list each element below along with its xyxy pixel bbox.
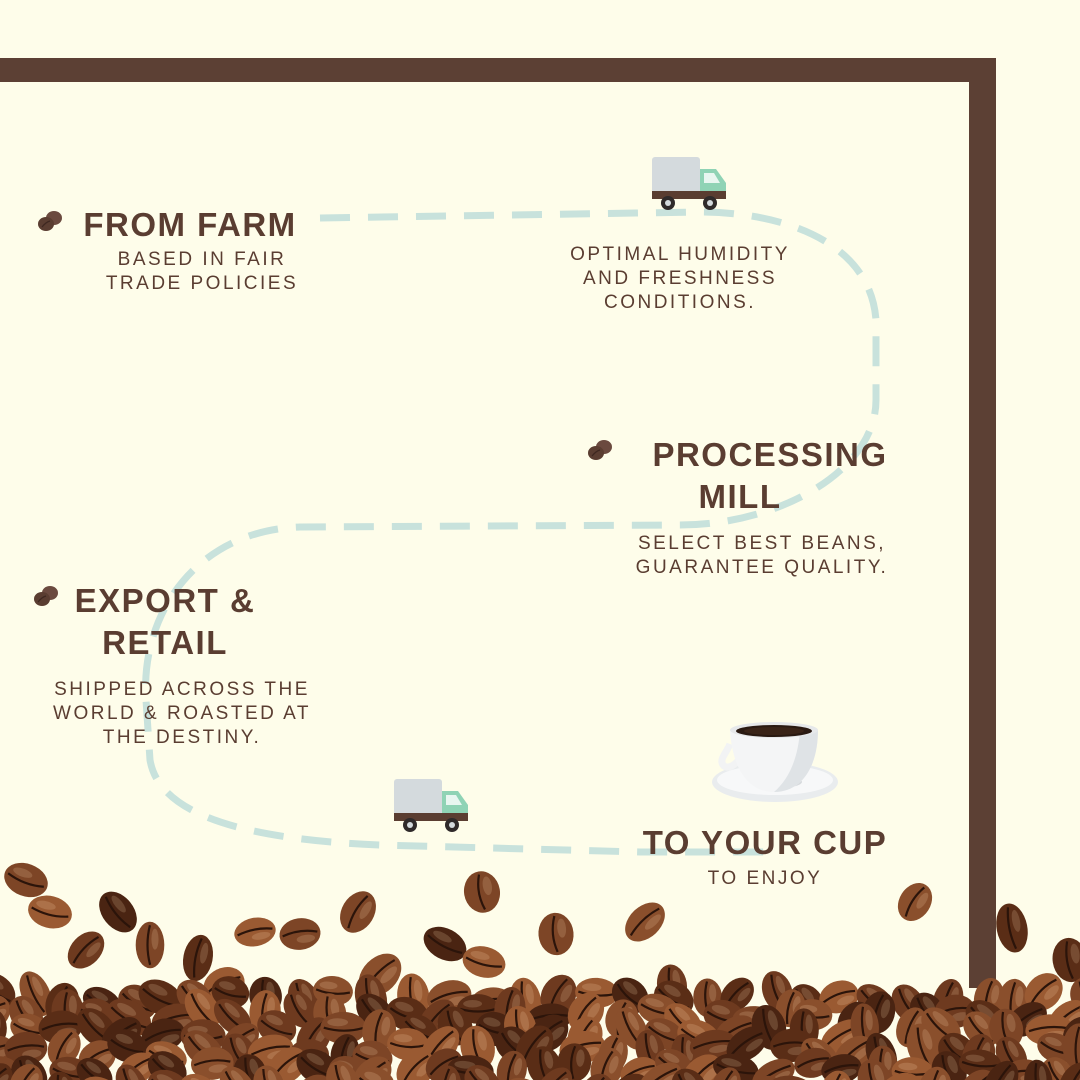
coffee-bean xyxy=(135,921,165,969)
coffee-bean xyxy=(1052,937,1080,983)
coffee-bean-pin-icon xyxy=(34,586,58,606)
step-processing-title: PROCESSING MILL xyxy=(640,434,900,518)
subtitle-line: TRADE POLICIES xyxy=(105,273,299,294)
coffee-bean xyxy=(726,1026,768,1062)
subtitle-line: SELECT BEST BEANS, xyxy=(637,533,887,554)
coffee-bean xyxy=(253,1065,285,1080)
coffee-bean xyxy=(326,1061,360,1080)
coffee-bean xyxy=(423,926,467,962)
coffee-bean xyxy=(47,1028,81,1067)
coffee-bean-pin-icon xyxy=(38,211,62,231)
coffee-bean xyxy=(46,1071,77,1080)
step-cup-title: TO YOUR CUP xyxy=(642,824,888,861)
coffee-bean xyxy=(1058,1062,1080,1080)
coffee-bean xyxy=(340,891,376,933)
coffee-bean xyxy=(1041,1057,1075,1080)
coffee-bean xyxy=(219,1066,255,1080)
subtitle-line: OPTIMAL HUMIDITY xyxy=(570,244,790,265)
coffee-bean xyxy=(431,1065,462,1080)
coffee-bean xyxy=(320,1011,367,1044)
coffee-bean xyxy=(4,862,48,898)
coffee-bean xyxy=(28,895,72,929)
frame-top-border xyxy=(0,58,996,82)
title-line: RETAIL xyxy=(102,624,228,661)
coffee-bean xyxy=(464,1065,501,1080)
coffee-bean xyxy=(625,902,665,942)
subtitle-line: CONDITIONS. xyxy=(603,292,757,313)
subtitle-line: AND FRESHNESS xyxy=(582,268,778,289)
title-line: PROCESSING xyxy=(652,436,888,473)
subtitle-line: BASED IN FAIR xyxy=(117,249,287,270)
coffee-bean xyxy=(689,1029,736,1060)
coffee-bean xyxy=(958,1049,1002,1078)
coffee-bean xyxy=(99,891,137,933)
title-line: EXPORT & xyxy=(74,582,256,619)
title-line: MILL xyxy=(698,478,782,515)
subtitle-line: WORLD & ROASTED AT xyxy=(53,703,311,724)
coffee-bean xyxy=(1024,973,1063,1011)
coffee-bean xyxy=(638,1062,682,1080)
step-export-title: EXPORT & RETAIL xyxy=(50,580,280,664)
coffee-bean xyxy=(535,1067,573,1080)
coffee-bean xyxy=(1024,1059,1053,1080)
coffee-bean xyxy=(671,1068,707,1080)
coffee-bean xyxy=(996,903,1028,953)
coffee-bean xyxy=(538,912,574,956)
step-processing-subtitle: SELECT BEST BEANS, GUARANTEE QUALITY. xyxy=(622,532,902,580)
step-export-subtitle: SHIPPED ACROSS THE WORLD & ROASTED AT TH… xyxy=(42,678,322,750)
coffee-bean xyxy=(4,1031,48,1066)
subtitle-line: GUARANTEE QUALITY. xyxy=(635,557,889,578)
coffee-bean xyxy=(9,1064,43,1080)
step-from-farm-title: FROM FARM xyxy=(83,206,297,243)
delivery-truck-icon xyxy=(394,779,468,832)
coffee-bean xyxy=(463,871,501,913)
coffee-bean xyxy=(820,1070,852,1080)
coffee-bean xyxy=(462,946,506,978)
subtitle-line: SHIPPED ACROSS THE xyxy=(54,679,310,700)
step-cup-subtitle: TO ENJOY xyxy=(707,868,823,889)
subtitle-line: THE DESTINY. xyxy=(102,727,262,748)
coffee-bean xyxy=(681,1054,723,1080)
coffee-bean xyxy=(1062,1023,1080,1070)
frame-right-border xyxy=(969,58,996,988)
coffee-cup-icon xyxy=(712,722,838,802)
coffee-bean xyxy=(67,931,105,969)
coffee-bean xyxy=(0,1063,13,1080)
coffee-bean xyxy=(279,918,321,950)
coffee-bean xyxy=(0,972,16,1008)
coffee-bean xyxy=(182,934,214,982)
coffee-bean xyxy=(989,1008,1024,1050)
delivery-truck-icon xyxy=(652,157,726,210)
coffee-bean xyxy=(897,882,933,922)
coffee-bean xyxy=(115,1064,149,1080)
coffee-bean xyxy=(234,917,276,947)
step-from-farm-subtitle: BASED IN FAIR TRADE POLICIES xyxy=(82,248,322,296)
coffee-bean xyxy=(496,1050,527,1080)
coffee-bean-pin-icon xyxy=(588,440,612,460)
step-transit-subtitle: OPTIMAL HUMIDITY AND FRESHNESS CONDITION… xyxy=(540,243,820,315)
coffee-bean xyxy=(76,1057,113,1080)
